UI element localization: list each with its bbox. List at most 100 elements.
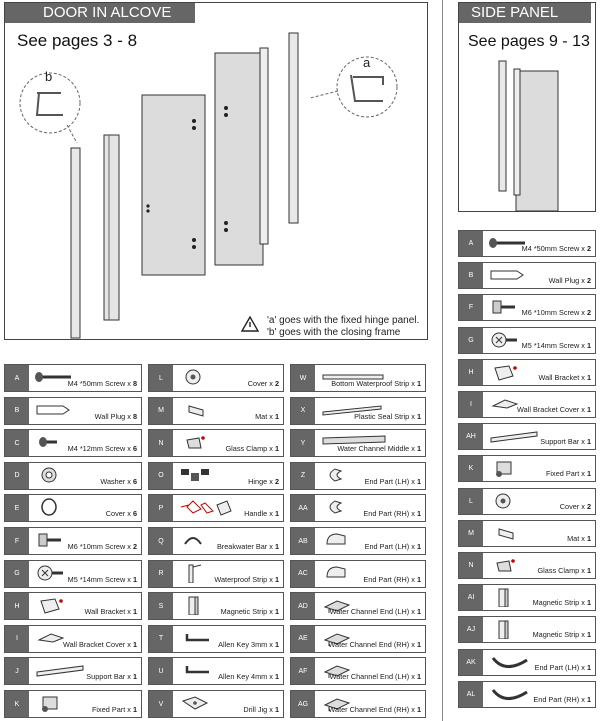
part-letter: AL xyxy=(459,681,483,707)
part-name: Water Channel Middle xyxy=(337,444,410,454)
part-qty: 1 xyxy=(416,542,421,551)
part-description: M6 *10mm Screw x 2 xyxy=(68,542,137,551)
times-sign: x xyxy=(409,476,417,486)
times-sign: x xyxy=(267,509,275,519)
part-letter: AD xyxy=(291,593,315,620)
part-description: Magnetic Strip x 1 xyxy=(221,607,279,616)
part-name: M4 *50mm Screw xyxy=(521,244,580,253)
part-description: M4 *12mm Screw x 6 xyxy=(68,444,137,453)
part-qty: 1 xyxy=(416,705,421,714)
part-description: Handle x 1 xyxy=(244,509,279,518)
part-row: AL End Part (RH) x 1 xyxy=(458,680,596,708)
part-description: Allen Key 3mm x 1 xyxy=(218,640,279,649)
breakwater-bar-icon xyxy=(184,537,202,545)
times-sign: x xyxy=(125,476,133,486)
part-description: Wall Plug x 8 xyxy=(95,412,137,421)
part-description: Breakwater Bar x 1 xyxy=(217,542,279,551)
part-qty: 1 xyxy=(416,607,421,617)
part-description: Mat x 1 xyxy=(567,534,591,543)
part-qty: 1 xyxy=(274,672,279,682)
handle-icon xyxy=(180,500,232,517)
times-sign: x xyxy=(267,411,275,421)
times-sign: x xyxy=(267,444,275,454)
part-letter: N xyxy=(459,553,483,578)
channel-end-icon xyxy=(323,665,351,679)
part-name: Wall Bracket xyxy=(538,372,580,382)
part-name: Glass Clamp xyxy=(225,444,268,454)
times-sign: x xyxy=(125,607,133,617)
part-name: Allen Key 3mm xyxy=(218,639,268,649)
part-letter: J xyxy=(5,658,29,685)
part-name: M6 *10mm Screw xyxy=(521,308,580,318)
part-qty: 1 xyxy=(416,509,421,519)
times-sign: x xyxy=(125,379,133,388)
part-name: End Part (RH) xyxy=(363,509,410,519)
times-sign: x xyxy=(267,542,275,551)
part-letter: B xyxy=(459,263,483,289)
side-panel-illustration xyxy=(498,60,559,212)
part-qty: 1 xyxy=(586,469,591,479)
part-description: Fixed Part x 1 xyxy=(546,469,591,478)
support-bar-icon xyxy=(36,665,84,677)
part-name: End Part (LH) xyxy=(364,542,410,551)
part-letter: L xyxy=(149,365,173,391)
part-qty: 1 xyxy=(586,372,591,382)
times-sign: x xyxy=(409,639,417,649)
part-name: End Part (RH) xyxy=(533,694,580,704)
part-letter: H xyxy=(5,593,29,620)
part-name: Cover xyxy=(247,379,268,388)
wall-plug-icon xyxy=(36,405,70,415)
part-qty: 1 xyxy=(416,639,421,649)
part-description: Wall Bracket x 1 xyxy=(85,607,137,616)
times-sign: x xyxy=(267,574,275,584)
part-description: Plastic Seal Strip x 1 xyxy=(354,412,421,421)
part-description: Water Channel End (LH) x 1 xyxy=(330,607,421,616)
part-letter: AC xyxy=(291,560,315,587)
end-loop-icon xyxy=(491,656,528,668)
part-qty: 2 xyxy=(274,379,279,388)
times-sign: x xyxy=(409,379,417,388)
alcove-illustration: b a xyxy=(19,32,398,339)
part-qty: 1 xyxy=(274,574,279,584)
channel-end-icon xyxy=(323,633,351,646)
bracket-cover-icon xyxy=(37,633,65,643)
part-name: M5 *14mm Screw xyxy=(521,340,580,350)
times-sign: x xyxy=(125,705,133,714)
part-name: M4 *12mm Screw xyxy=(67,444,126,454)
part-letter: AJ xyxy=(459,617,483,643)
waterproof-strip-icon xyxy=(188,564,202,583)
right-profile xyxy=(288,32,299,224)
part-qty: 1 xyxy=(132,705,137,714)
part-letter: N xyxy=(149,430,173,457)
end-cap-icon xyxy=(326,566,346,578)
times-sign: x xyxy=(579,437,587,447)
times-sign: x xyxy=(125,444,133,454)
part-description: End Part (RH) x 1 xyxy=(533,695,591,704)
part-letter: E xyxy=(5,495,29,522)
times-sign: x xyxy=(267,379,275,388)
part-letter: M xyxy=(149,397,173,424)
part-qty: 8 xyxy=(132,379,137,388)
part-name: Washer xyxy=(100,476,126,486)
part-letter: A xyxy=(5,365,29,391)
fixed-part-icon xyxy=(496,461,512,478)
part-letter: K xyxy=(5,691,29,717)
callout-a-icon xyxy=(309,56,398,118)
part-qty: 1 xyxy=(586,437,591,447)
part-qty: 1 xyxy=(586,598,591,608)
part-description: Drill Jig x 1 xyxy=(243,705,279,714)
part-qty: 1 xyxy=(274,705,279,714)
part-letter: AB xyxy=(291,528,315,554)
